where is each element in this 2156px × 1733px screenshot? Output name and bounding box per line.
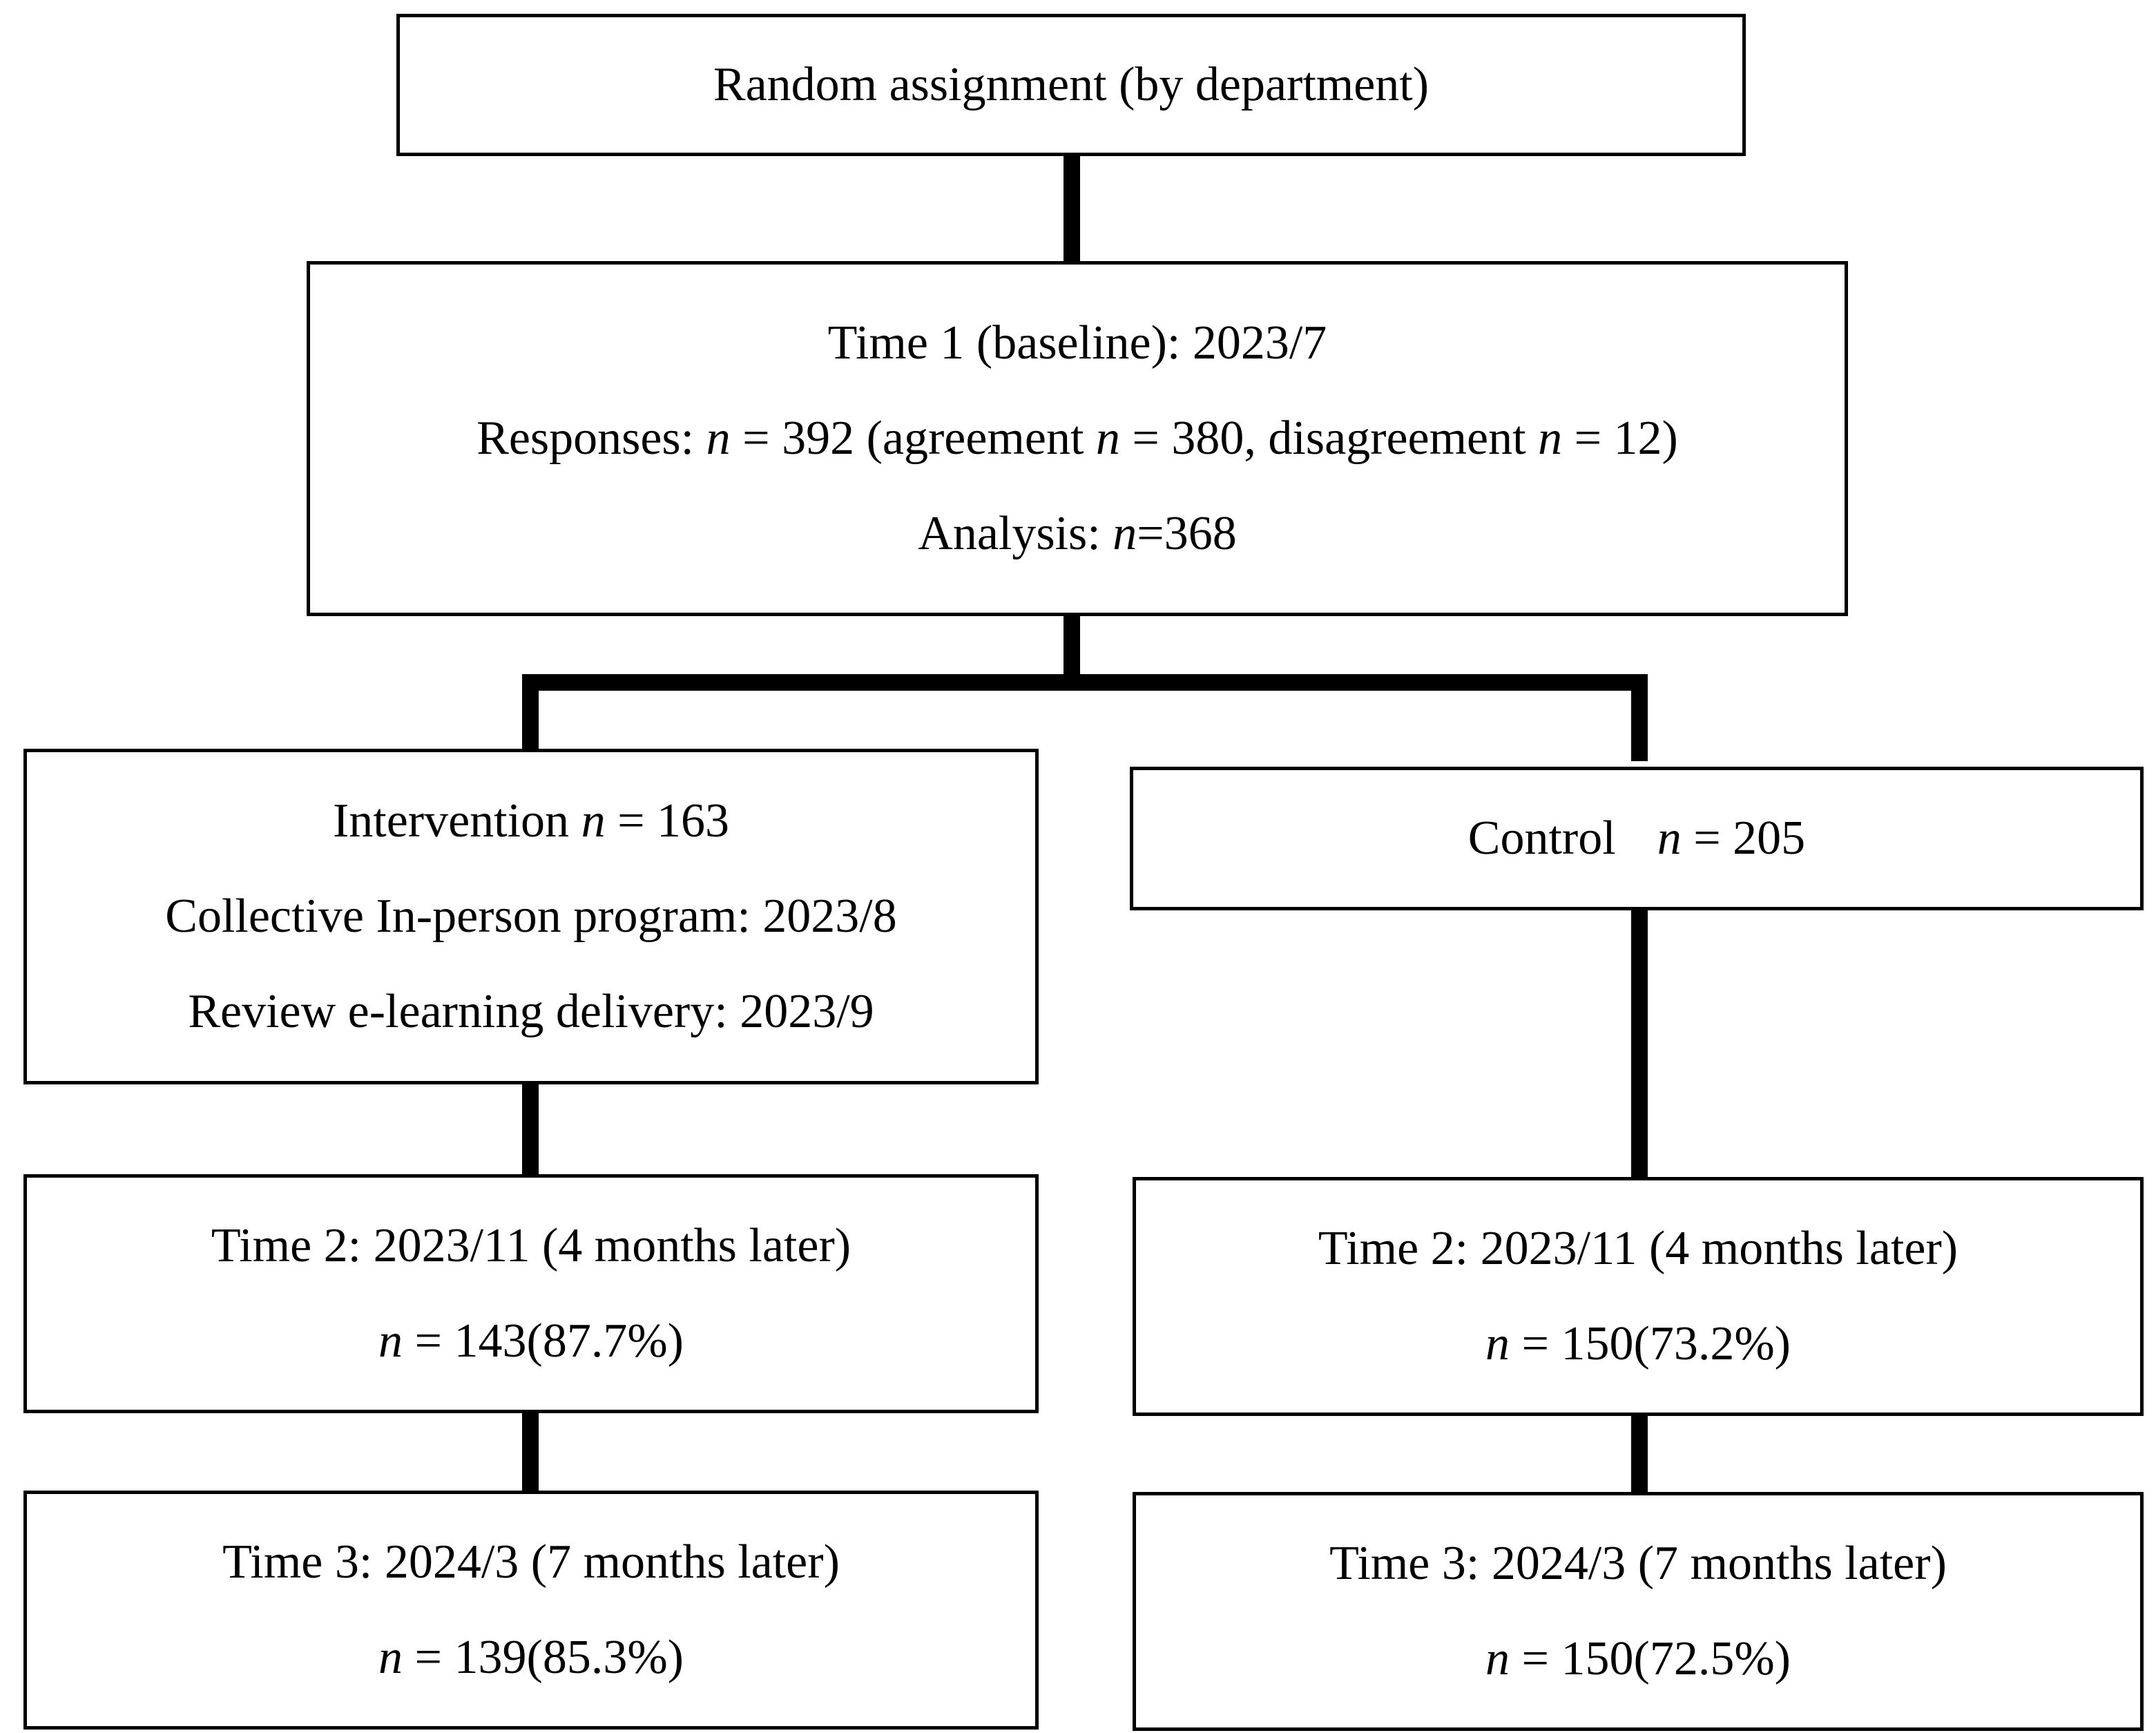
connector-control-to-t2 [1631,899,1648,1181]
intervention-time3-date: Time 3: 2024/3 (7 months later) [222,1535,840,1589]
intervention-time2-date: Time 2: 2023/11 (4 months later) [211,1219,851,1272]
control-time3-box: Time 3: 2024/3 (7 months later) n = 150(… [1133,1492,2144,1731]
intervention-box: Intervention n = 163 Collective In-perso… [23,749,1039,1084]
control-time2-box: Time 2: 2023/11 (4 months later) n = 150… [1133,1177,2144,1416]
random-assignment-box: Random assignment (by department) [396,14,1746,156]
connector-control-t2-to-t3 [1631,1413,1648,1496]
intervention-time3-n: n = 139(85.3%) [378,1631,684,1684]
connector-random-to-time1 [1063,153,1080,264]
intervention-elearning-line: Review e-learning delivery: 2023/9 [188,985,874,1038]
control-time3-n: n = 150(72.5%) [1485,1632,1791,1685]
connector-intervention-t2-to-t3 [522,1410,539,1495]
control-time2-date: Time 2: 2023/11 (4 months later) [1318,1222,1958,1275]
connector-branch-horizontal [522,674,1648,691]
intervention-inperson-line: Collective In-person program: 2023/8 [165,890,897,943]
control-time2-n: n = 150(73.2%) [1485,1317,1791,1370]
time1-analysis-line: Analysis: n=368 [918,507,1237,560]
random-assignment-label: Random assignment (by department) [713,58,1430,111]
control-time3-date: Time 3: 2024/3 (7 months later) [1329,1537,1947,1590]
connector-branch-to-intervention [522,674,539,751]
intervention-time2-n: n = 143(87.7%) [378,1314,684,1368]
time1-box: Time 1 (baseline): 2023/7 Responses: n =… [307,261,1848,616]
intervention-time3-box: Time 3: 2024/3 (7 months later) n = 139(… [23,1491,1039,1730]
connector-intervention-to-t2 [522,1082,539,1178]
intervention-title: Intervention n = 163 [332,794,730,848]
time1-date-line: Time 1 (baseline): 2023/7 [827,316,1327,370]
time1-responses-line: Responses: n = 392 (agreement n = 380, d… [477,412,1678,465]
intervention-time2-box: Time 2: 2023/11 (4 months later) n = 143… [23,1174,1039,1413]
connector-time1-down [1063,613,1080,682]
connector-branch-to-control [1631,674,1648,761]
